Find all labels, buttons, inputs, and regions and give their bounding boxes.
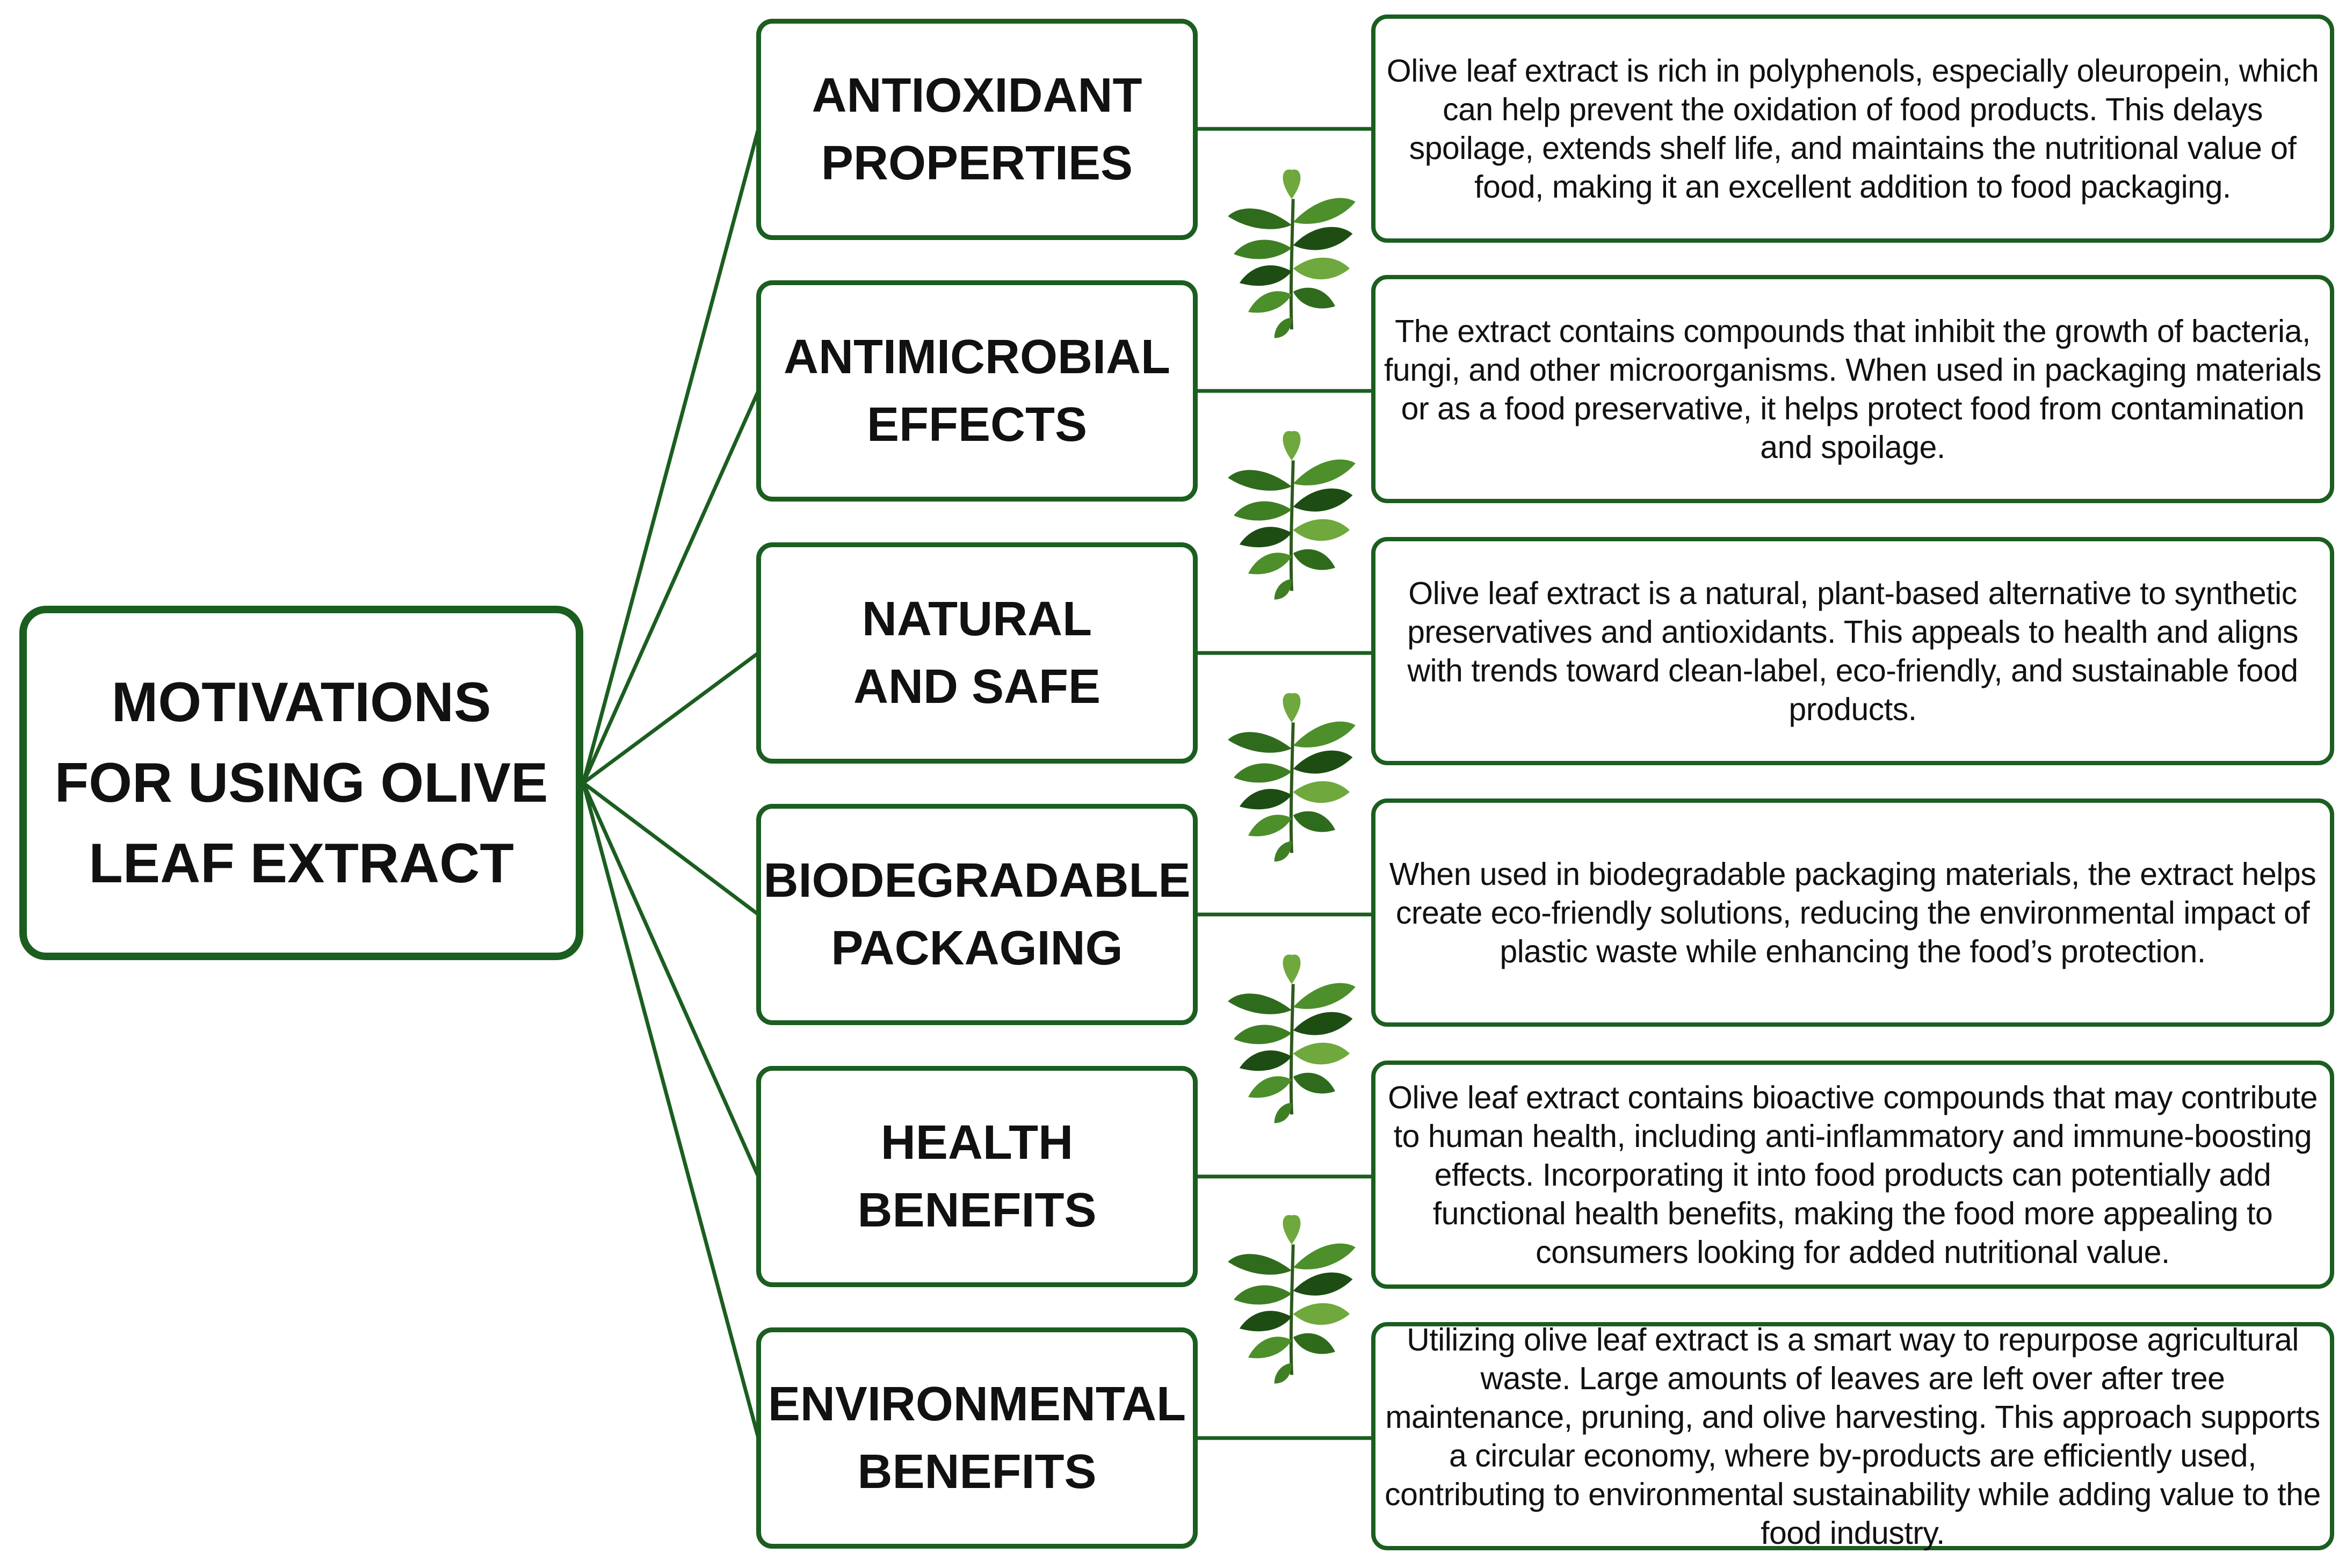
root-node: MOTIVATIONS FOR USING OLIVE LEAF EXTRACT [19, 606, 583, 960]
category-title: HEALTH BENEFITS [857, 1116, 1097, 1237]
category-node-environmental-benefits: ENVIRONMENTAL BENEFITS [756, 1327, 1198, 1549]
category-title: BIODEGRADABLE PACKAGING [763, 854, 1191, 975]
category-title: ANTIMICROBIAL EFFECTS [784, 330, 1170, 452]
description-text: The extract contains compounds that inhi… [1384, 313, 2321, 465]
description-box-natural-and-safe: Olive leaf extract is a natural, plant-b… [1371, 537, 2334, 765]
root-to-category-connector [581, 390, 761, 784]
category-title: NATURAL AND SAFE [853, 592, 1101, 714]
description-text: When used in biodegradable packaging mat… [1389, 856, 2316, 969]
olive-leaf-sprig-icon [1219, 950, 1364, 1128]
category-title: ANTIOXIDANT PROPERTIES [812, 69, 1142, 190]
root-node-label: MOTIVATIONS FOR USING OLIVE LEAF EXTRACT [54, 671, 548, 895]
category-node-natural-and-safe: NATURAL AND SAFE [756, 542, 1198, 764]
description-box-antimicrobial-effects: The extract contains compounds that inhi… [1371, 275, 2334, 503]
category-title: ENVIRONMENTAL BENEFITS [767, 1377, 1186, 1499]
description-box-biodegradable-packaging: When used in biodegradable packaging mat… [1371, 798, 2334, 1027]
description-box-environmental-benefits: Utilizing olive leaf extract is a smart … [1371, 1322, 2334, 1551]
root-to-category-connector [581, 782, 761, 1178]
description-text: Olive leaf extract is a natural, plant-b… [1407, 575, 2298, 727]
category-node-biodegradable-packaging: BIODEGRADABLE PACKAGING [756, 804, 1198, 1025]
description-text: Utilizing olive leaf extract is a smart … [1385, 1322, 2321, 1551]
olive-leaf-sprig-icon [1219, 689, 1364, 866]
category-node-health-benefits: HEALTH BENEFITS [756, 1066, 1198, 1287]
description-text: Olive leaf extract is rich in polyphenol… [1386, 53, 2319, 205]
description-text: Olive leaf extract contains bioactive co… [1388, 1079, 2318, 1270]
olive-leaf-sprig-icon [1219, 165, 1364, 343]
description-box-antioxidant-properties: Olive leaf extract is rich in polyphenol… [1371, 14, 2334, 243]
category-node-antioxidant-properties: ANTIOXIDANT PROPERTIES [756, 19, 1198, 240]
category-node-antimicrobial-effects: ANTIMICROBIAL EFFECTS [756, 280, 1198, 502]
root-to-category-connector [581, 782, 761, 1439]
root-to-category-connector [581, 128, 761, 783]
olive-leaf-sprig-icon [1219, 1211, 1364, 1388]
root-to-category-connector [582, 651, 760, 785]
description-box-health-benefits: Olive leaf extract contains bioactive co… [1371, 1061, 2334, 1289]
olive-leaf-sprig-icon [1219, 427, 1364, 604]
root-to-category-connector [582, 781, 760, 916]
